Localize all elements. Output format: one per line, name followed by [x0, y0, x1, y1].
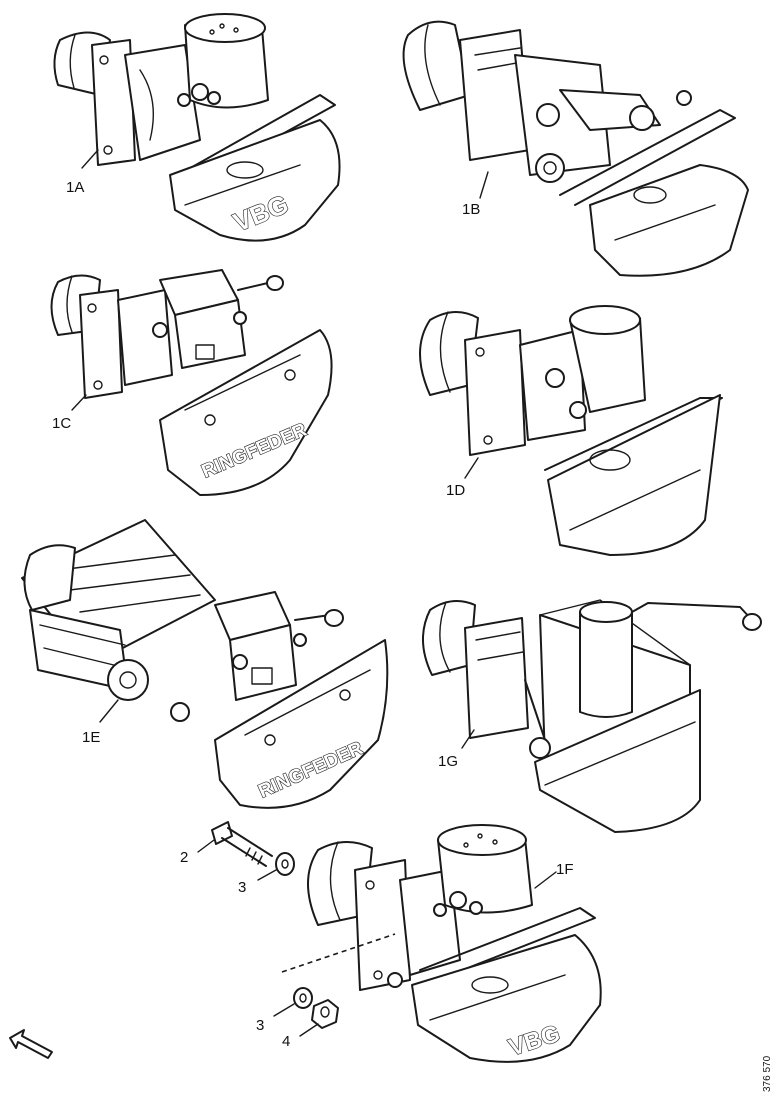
coupling-1c-label: 1C: [52, 415, 71, 432]
nut-label: 4: [282, 1033, 290, 1050]
coupling-1g-drawing: 1G: [421, 599, 762, 833]
bolt-label: 2: [180, 849, 188, 866]
figure-reference-number: 376 570: [762, 1055, 773, 1092]
coupling-1e-drawing: RINGFEDER 1E: [21, 519, 389, 809]
bolt-part: [211, 821, 273, 867]
forward-arrow-icon: [9, 1029, 53, 1059]
coupling-1a-label: 1A: [66, 179, 84, 196]
coupling-1g-label: 1G: [438, 753, 458, 770]
coupling-1c-drawing: RINGFEDER 1C: [50, 269, 333, 496]
coupling-1f-label: 1F: [556, 861, 574, 878]
washer-top-part: [275, 852, 295, 876]
assembly-axis-line: [281, 933, 396, 973]
coupling-1d-label: 1D: [446, 482, 465, 499]
washer-bottom-part: [293, 987, 313, 1009]
coupling-1b-drawing: 1B: [402, 20, 749, 277]
coupling-1f-drawing: VBG 1F 2 3 3: [180, 821, 602, 1063]
washer-top-label: 3: [238, 879, 246, 896]
nut-part: [311, 999, 339, 1029]
washer-bottom-label: 3: [256, 1017, 264, 1034]
coupling-1d-drawing: 1D: [419, 305, 723, 556]
coupling-1b-label: 1B: [462, 201, 480, 218]
coupling-1e-label: 1E: [82, 729, 100, 746]
coupling-1a-drawing: VBG 1A: [53, 13, 341, 242]
